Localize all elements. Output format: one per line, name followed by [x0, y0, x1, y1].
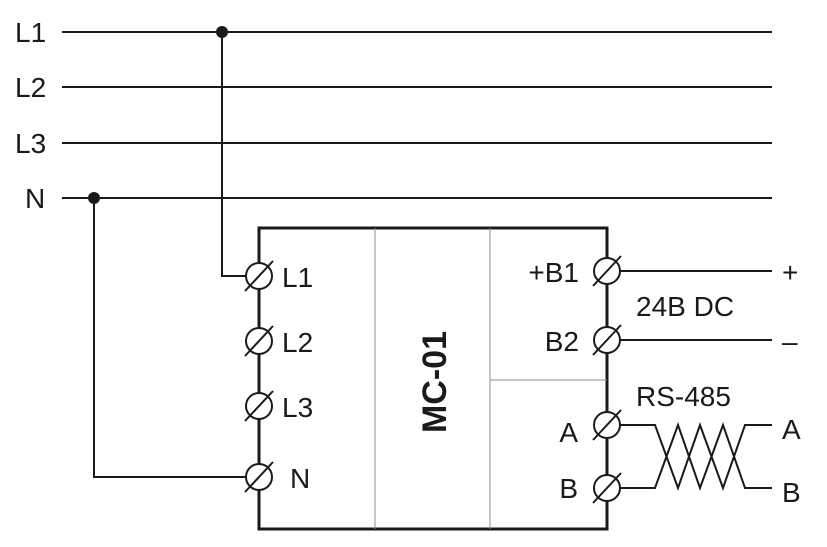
device-box [257, 226, 609, 531]
bus-lines [62, 31, 772, 199]
bus-labels: L1 L2 L3 N [15, 17, 46, 214]
tap-wire-n [93, 198, 246, 478]
terminal-label-n: N [290, 463, 310, 494]
screw-slash [244, 260, 274, 292]
terminal-label-b2: B2 [545, 326, 579, 357]
bus-label-l1: L1 [15, 17, 46, 48]
terminal-label-l3: L3 [282, 392, 313, 423]
rs485-line-label-a: A [782, 414, 801, 445]
screw-slash [592, 324, 622, 356]
screw-slash [244, 390, 274, 422]
power-supply-label: 24B DC [636, 291, 734, 322]
terminal-n [244, 461, 274, 493]
power-minus-sign: – [782, 326, 798, 357]
screw-slash [592, 472, 622, 504]
device-enclosure: MC-01 [257, 226, 609, 531]
bus-label-l3: L3 [15, 128, 46, 159]
terminal-label-b1: +B1 [528, 257, 579, 288]
terminal-l3 [244, 390, 274, 422]
left-terminals: L1 L2 L3 N [244, 260, 313, 494]
rs485-line-label-b: B [782, 477, 801, 508]
tap-wires [88, 26, 246, 478]
junction-dot-n [88, 192, 100, 204]
terminal-l2 [244, 325, 274, 357]
terminal-label-a: A [559, 417, 578, 448]
screw-slash [592, 255, 622, 287]
terminal-b [592, 472, 622, 504]
junction-dot-l1 [216, 26, 228, 38]
device-model-label: MC-01 [416, 331, 454, 433]
rs485-terminals: RS-485 A B A B [559, 381, 801, 508]
rs485-wire-b [620, 422, 772, 491]
screw-slash [244, 325, 274, 357]
rs485-label: RS-485 [636, 381, 731, 412]
terminal-label-l1: L1 [282, 262, 313, 293]
power-terminals: +B1 B2 + – 24B DC [528, 255, 798, 357]
bus-label-n: N [25, 183, 45, 214]
rs485-wire-a [620, 422, 772, 491]
power-plus-sign: + [782, 257, 798, 288]
terminal-b2 [592, 324, 622, 356]
terminal-a [592, 409, 622, 441]
terminal-l1 [244, 260, 274, 292]
terminal-label-b: B [559, 473, 578, 504]
screw-slash [244, 461, 274, 493]
screw-slash [592, 409, 622, 441]
terminal-label-l2: L2 [282, 327, 313, 358]
bus-label-l2: L2 [15, 72, 46, 103]
tap-wire-l1 [221, 32, 246, 277]
